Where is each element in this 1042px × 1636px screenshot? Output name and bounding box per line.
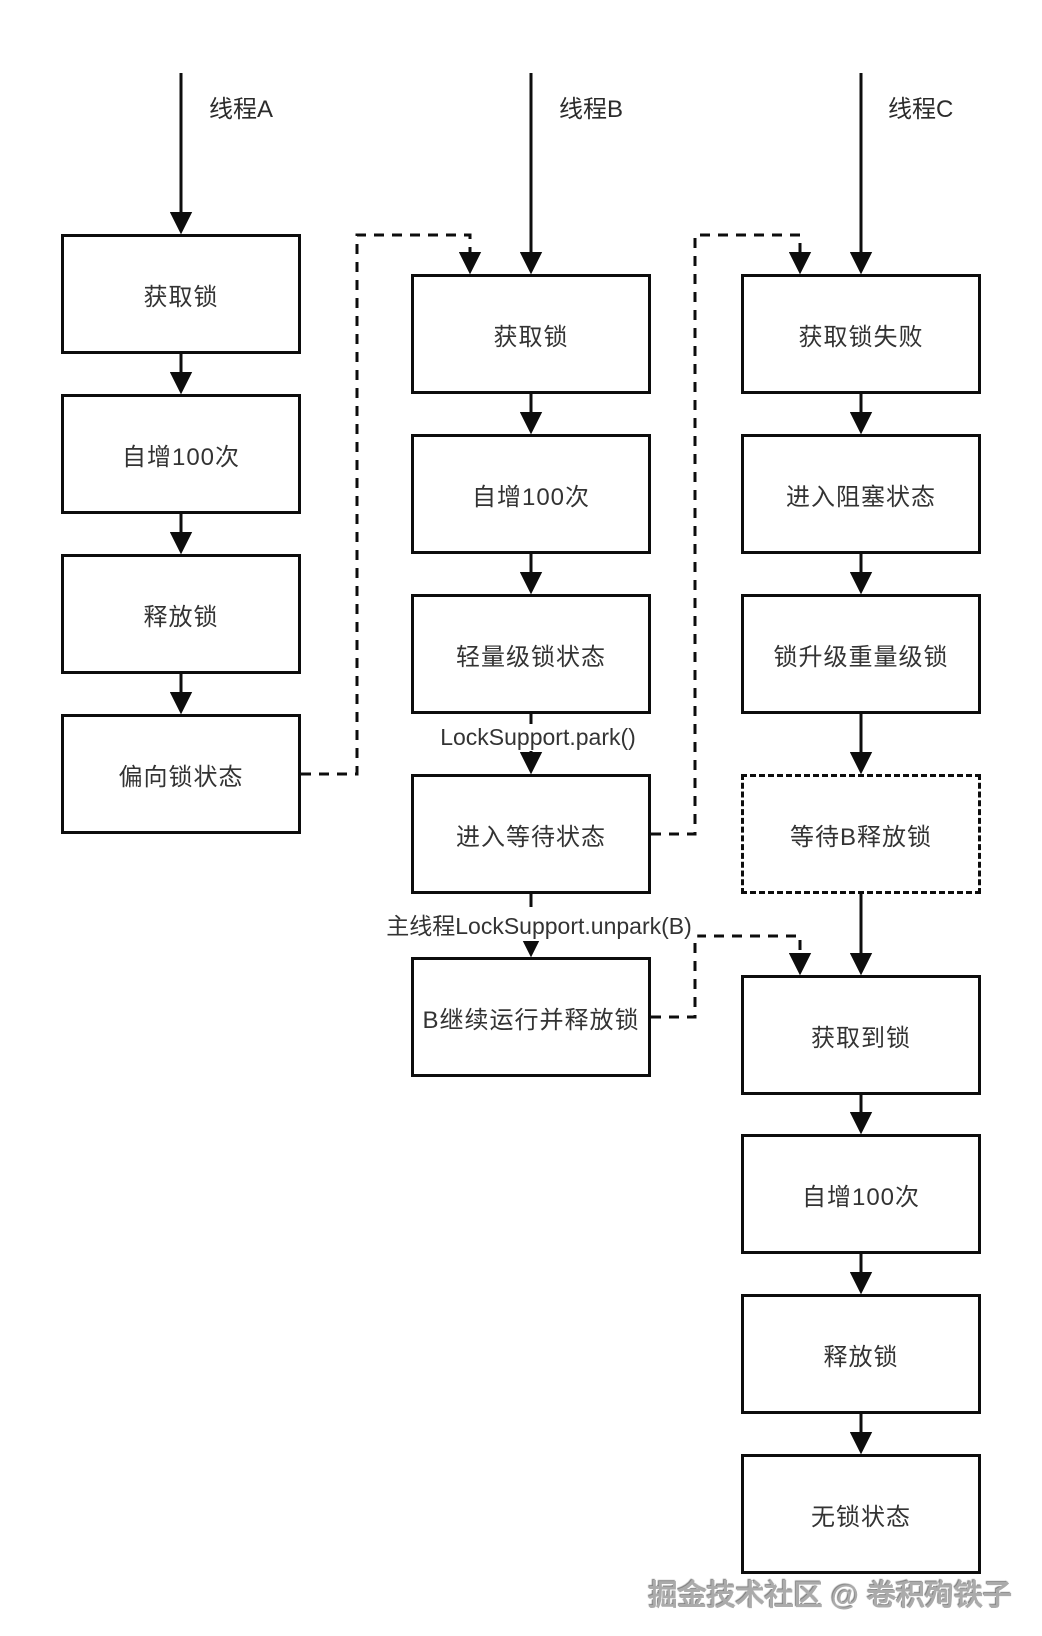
- box-c-upgrade-heavyweight-lock: 锁升级重量级锁: [741, 594, 981, 714]
- box-a-release-lock: 释放锁: [61, 554, 301, 674]
- box-c-lock-free-state: 无锁状态: [741, 1454, 981, 1574]
- box-b-increment-100: 自增100次: [411, 434, 651, 554]
- box-a-acquire-lock: 获取锁: [61, 234, 301, 354]
- thread-c-label: 线程C: [888, 96, 954, 123]
- dashed-connector-a-biased-to-b-acquire: [301, 233, 482, 776]
- watermark: 掘金技术社区 @ 卷积殉铁子: [648, 1580, 1012, 1612]
- box-c-wait-b-release-lock: 等待B释放锁: [741, 774, 981, 894]
- box-c-release-lock: 释放锁: [741, 1294, 981, 1414]
- box-a-increment-100: 自增100次: [61, 394, 301, 514]
- edge-label-locksupport-unpark: 主线程LockSupport.unpark(B): [381, 907, 697, 941]
- box-c-acquire-lock-failed: 获取锁失败: [741, 274, 981, 394]
- thread-a-label: 线程A: [209, 96, 274, 123]
- box-b-continue-and-release-lock: B继续运行并释放锁: [411, 957, 651, 1077]
- edge-label-locksupport-park: LockSupport.park(): [435, 724, 641, 751]
- box-b-acquire-lock: 获取锁: [411, 274, 651, 394]
- thread-b-label: 线程B: [559, 96, 624, 123]
- box-c-increment-100: 自增100次: [741, 1134, 981, 1254]
- box-c-enter-blocked-state: 进入阻塞状态: [741, 434, 981, 554]
- box-a-biased-lock-state: 偏向锁状态: [61, 714, 301, 834]
- box-c-acquired-lock: 获取到锁: [741, 975, 981, 1095]
- dashed-connector-b-release-to-c-acquired: [651, 934, 812, 1019]
- box-b-enter-waiting-state: 进入等待状态: [411, 774, 651, 894]
- dashed-connector-b-waiting-to-c-fail: [651, 233, 812, 836]
- box-b-lightweight-lock-state: 轻量级锁状态: [411, 594, 651, 714]
